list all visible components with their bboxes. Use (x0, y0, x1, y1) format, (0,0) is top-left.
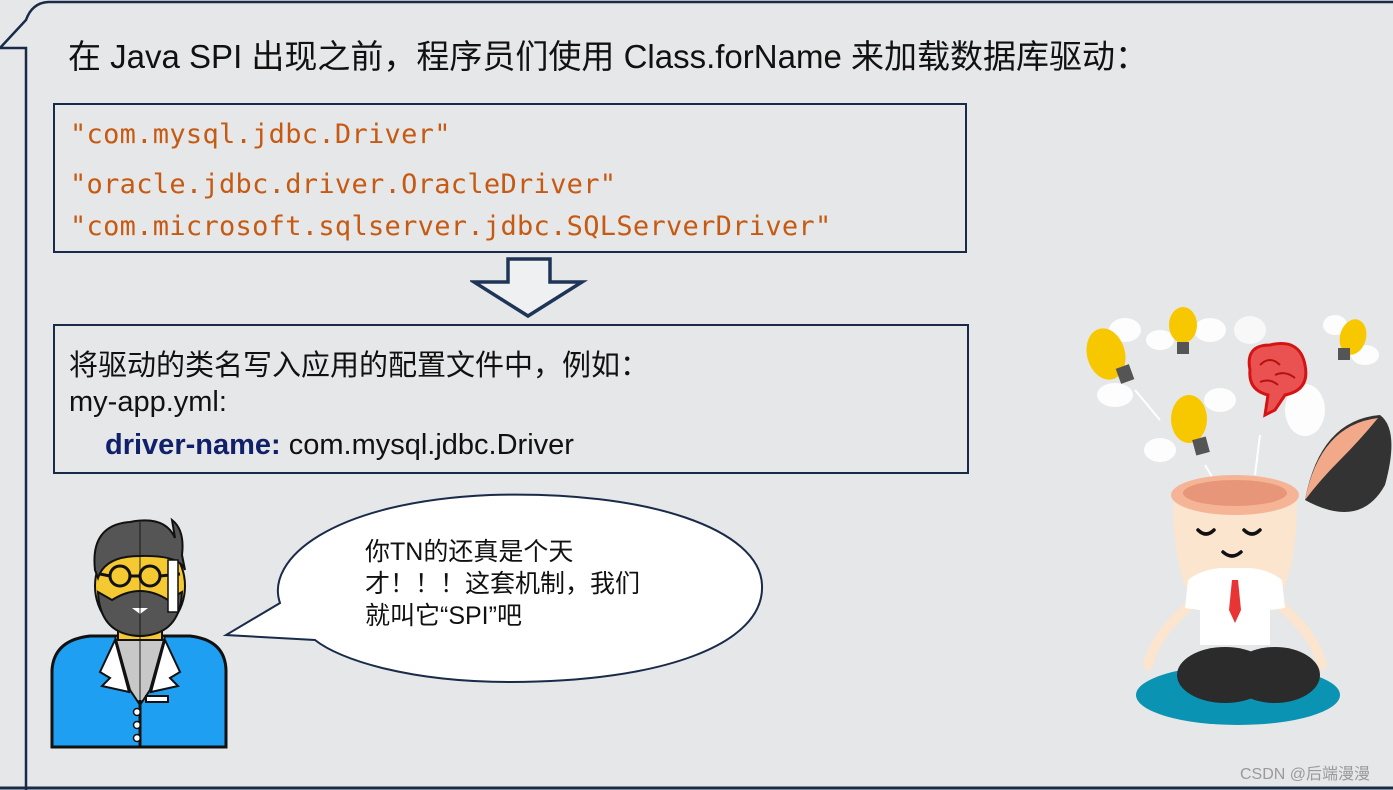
watermark: CSDN @后端漫漫 (1240, 766, 1371, 783)
brain-icon (1247, 342, 1308, 418)
code-line-oracle: "oracle.jdbc.driver.OracleDriver" (70, 169, 617, 200)
lightbulb-icon (1338, 319, 1367, 360)
slide-title: 在 Java SPI 出现之前，程序员们使用 Class.forName 来加载… (68, 38, 1148, 75)
speech-bubble (222, 493, 764, 684)
code-line-mysql: "com.mysql.jdbc.Driver" (70, 119, 451, 150)
config-filename: my-app.yml: (69, 386, 227, 418)
lightbulb-icon (1086, 328, 1135, 384)
code-line-sqlserver: "com.microsoft.sqlserver.jdbc.SQLServerD… (70, 211, 832, 242)
lightbulb-icon (1171, 395, 1210, 456)
lightbulb-icon (1169, 307, 1197, 354)
speech-line: 你TN的还真是个天 (365, 538, 574, 566)
bearded-man-illustration (50, 517, 228, 749)
down-arrow-icon (470, 257, 589, 319)
config-entry: driver-name: com.mysql.jdbc.Driver (105, 429, 574, 462)
config-value: com.mysql.jdbc.Driver (280, 429, 574, 461)
speech-line: 才！！！这套机制，我们 (365, 570, 641, 598)
meditating-man-illustration (1086, 307, 1392, 725)
config-example-box: 将驱动的类名写入应用的配置文件中，例如： my-app.yml: driver-… (53, 324, 969, 474)
speech-line: 就叫它“SPI”吧 (365, 602, 522, 630)
speech-bubble-text: 你TN的还真是个天 才！！！这套机制，我们 就叫它“SPI”吧 (365, 536, 695, 632)
config-key: driver-name: (105, 429, 281, 461)
driver-class-code-box: "com.mysql.jdbc.Driver" "oracle.jdbc.dri… (53, 103, 967, 253)
config-intro-text: 将驱动的类名写入应用的配置文件中，例如： (69, 350, 650, 382)
